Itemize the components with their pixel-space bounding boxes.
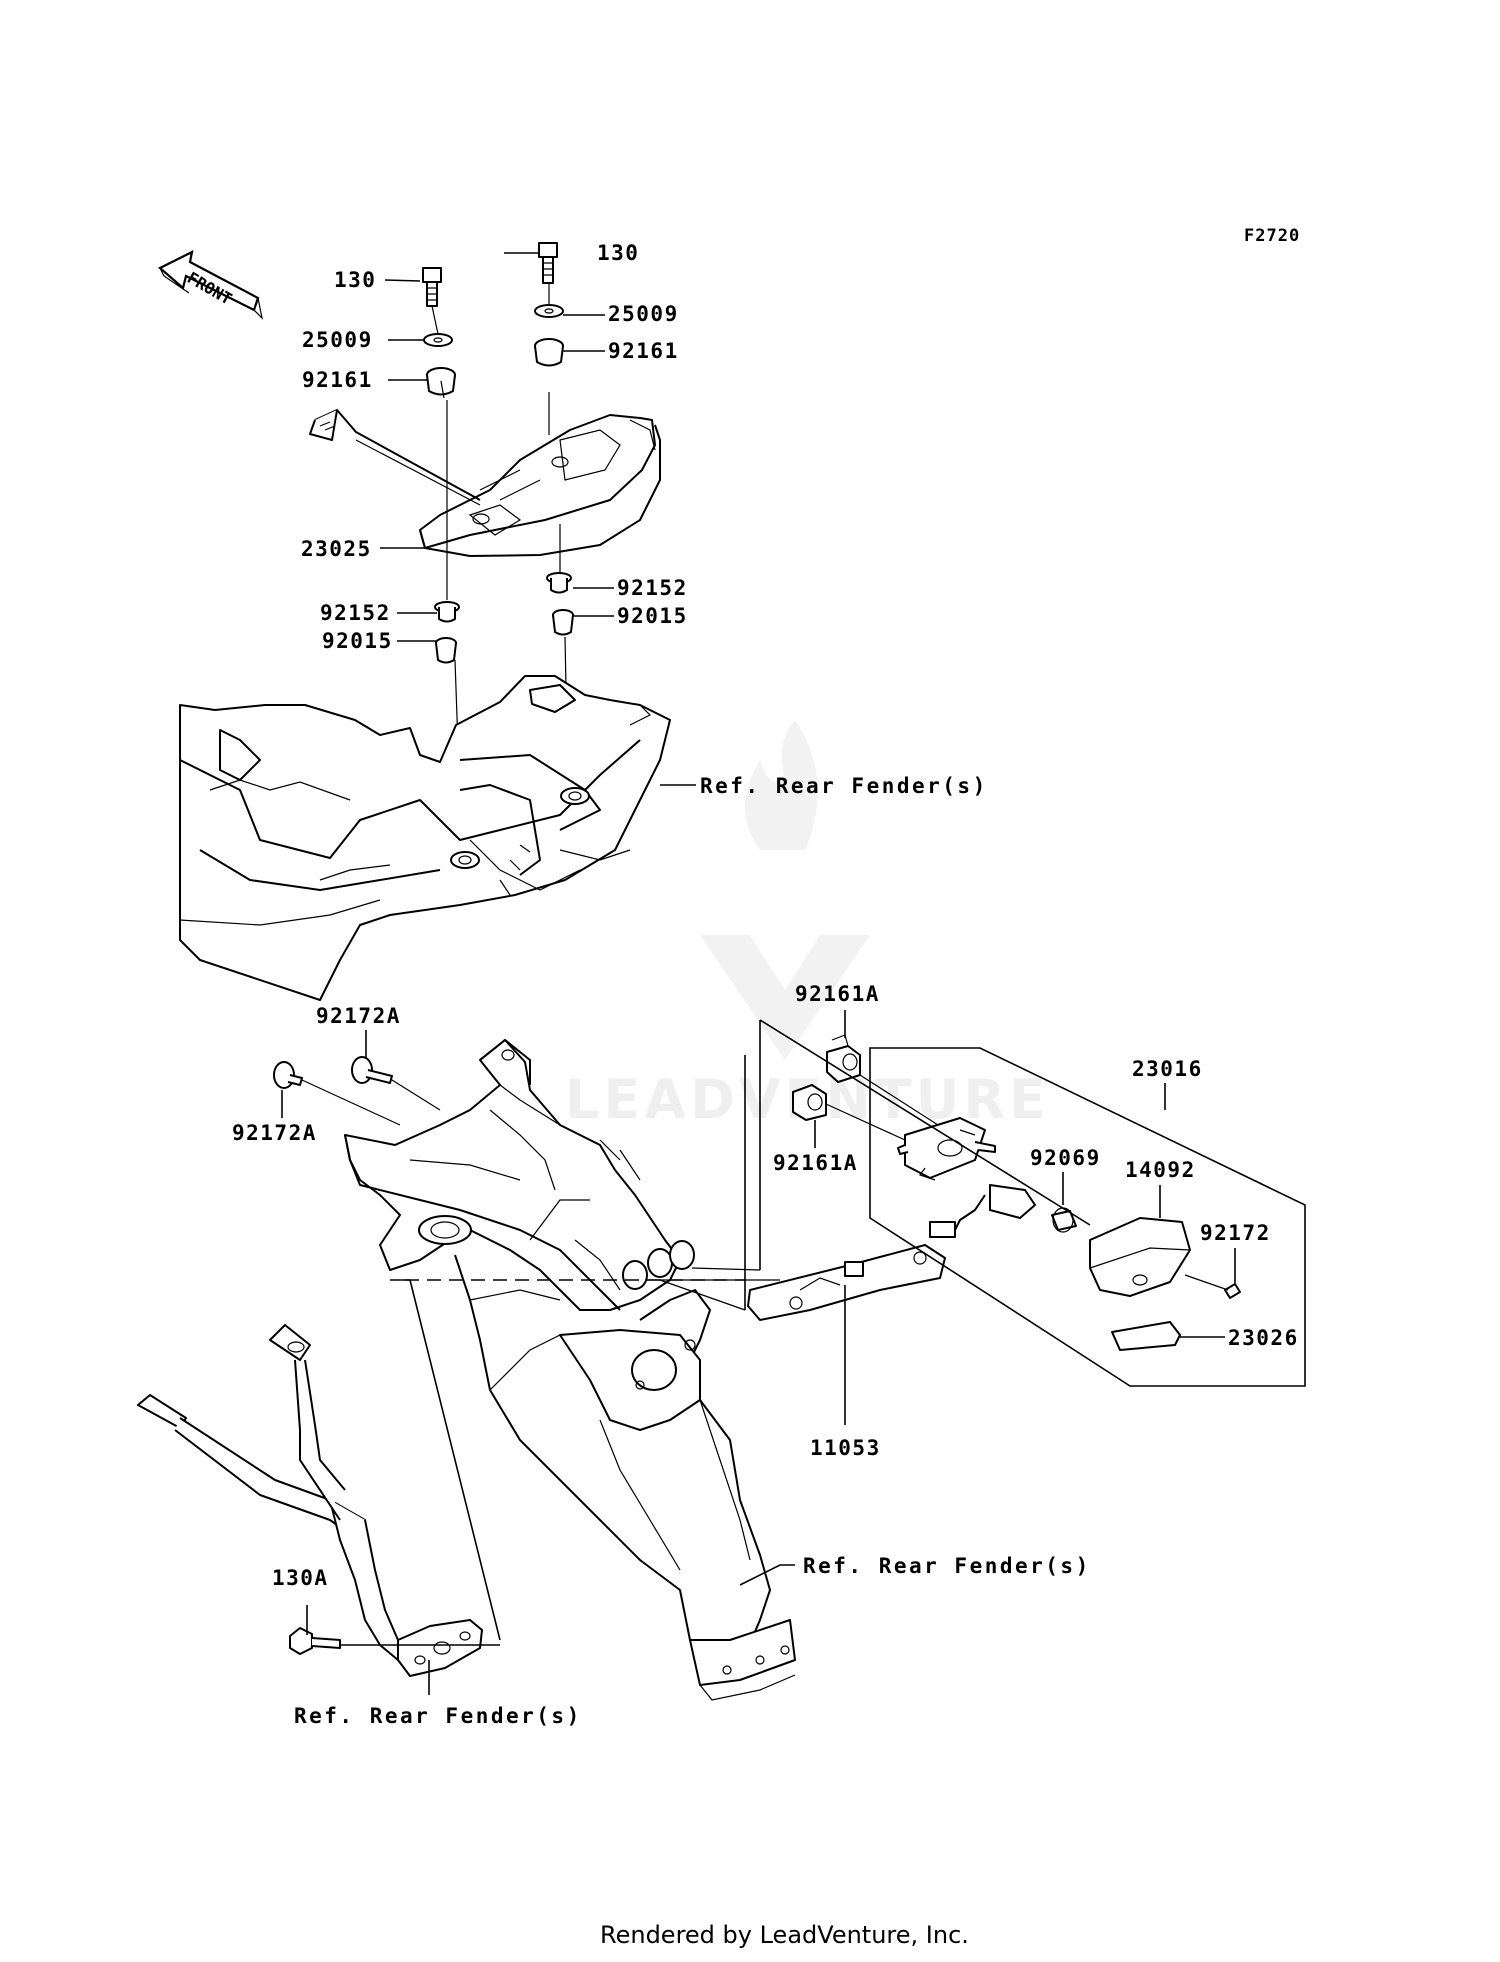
label-11053: 11053 <box>810 1436 881 1460</box>
label-92015-right: 92015 <box>617 604 688 628</box>
label-23016: 23016 <box>1132 1057 1203 1081</box>
grommet-92161A-bottom <box>792 1084 827 1121</box>
tail-light-23025 <box>309 409 661 557</box>
collar-92152-left <box>434 601 460 623</box>
light-base <box>897 1117 996 1181</box>
bulb-92069 <box>1051 1207 1077 1233</box>
lens-14092 <box>1089 1217 1191 1297</box>
label-92161-right: 92161 <box>608 339 679 363</box>
label-23025: 23025 <box>301 537 372 561</box>
nut-92015-right <box>552 609 574 636</box>
rear-fender-lower <box>454 1199 796 1701</box>
license-bracket-body <box>344 1039 695 1311</box>
label-92152-left: 92152 <box>320 601 391 625</box>
rear-fender-top <box>179 675 671 1001</box>
footer-credit: Rendered by LeadVenture, Inc. <box>600 1921 969 1949</box>
label-25009-right: 25009 <box>608 302 679 326</box>
bracket-11053 <box>747 1244 946 1321</box>
label-ref-rear-fender-mid: Ref. Rear Fender(s) <box>803 1554 1091 1578</box>
label-14092: 14092 <box>1125 1158 1196 1182</box>
bolt-92172A-top <box>351 1056 393 1084</box>
label-ref-rear-fender-bottom: Ref. Rear Fender(s) <box>294 1704 582 1728</box>
screw-92172 <box>1184 1274 1241 1299</box>
socket <box>929 1184 1036 1238</box>
collar-92152-right <box>546 572 572 594</box>
nut-92015-left <box>435 637 457 664</box>
label-25009-left: 25009 <box>302 328 373 352</box>
label-92161A-top: 92161A <box>795 982 880 1006</box>
label-92161-left: 92161 <box>302 368 373 392</box>
label-130-left: 130 <box>334 268 376 292</box>
label-130A: 130A <box>272 1566 329 1590</box>
tube-stay <box>137 1324 483 1677</box>
label-92069: 92069 <box>1030 1146 1101 1170</box>
front-arrow-icon: FRONT <box>158 250 263 320</box>
bolt-130-right <box>538 242 558 284</box>
washer-25009-left <box>423 333 453 347</box>
bolt-130-left <box>422 267 442 307</box>
assembly-outline-23016 <box>869 1047 1306 1387</box>
label-92172A-top: 92172A <box>316 1004 401 1028</box>
bolt-130A <box>289 1627 341 1655</box>
diagram-code: F2720 <box>1244 226 1300 246</box>
label-92015-left: 92015 <box>322 629 393 653</box>
bolt-92172A-left <box>273 1061 303 1089</box>
label-92172A-bottom: 92172A <box>232 1121 317 1145</box>
label-92161A-bottom: 92161A <box>773 1151 858 1175</box>
label-130-right: 130 <box>597 241 639 265</box>
grommet-92161-right <box>534 338 564 367</box>
grommet-92161A-top <box>826 1034 861 1083</box>
washer-25009-right <box>534 304 564 318</box>
label-23026: 23026 <box>1228 1326 1299 1350</box>
lens-cover-23026 <box>1111 1321 1181 1351</box>
label-92172: 92172 <box>1200 1221 1271 1245</box>
label-92152-right: 92152 <box>617 576 688 600</box>
label-ref-rear-fender-top: Ref. Rear Fender(s) <box>700 774 988 798</box>
